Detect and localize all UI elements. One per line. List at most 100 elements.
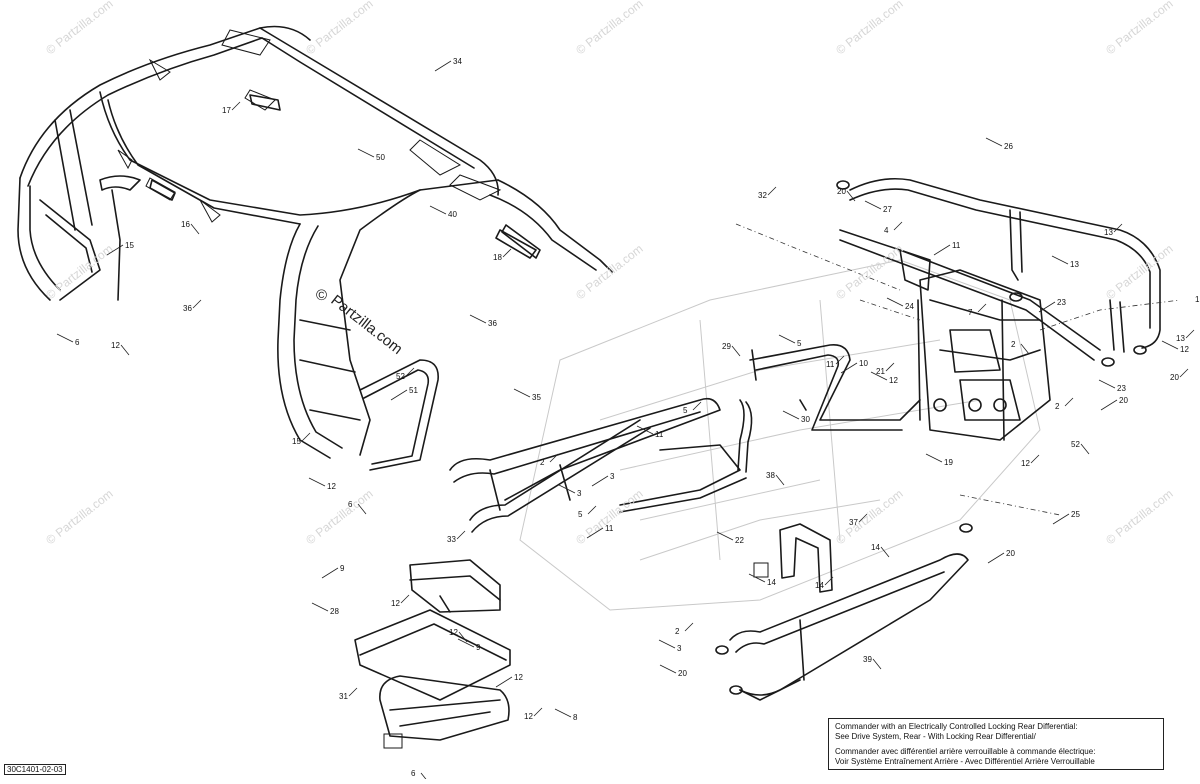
callout-leader [456, 530, 466, 540]
callout-12: 12 [1021, 454, 1040, 468]
callout-50: 50 [357, 148, 385, 162]
callout-number: 26 [1004, 142, 1013, 151]
callout-12: 12 [1161, 340, 1189, 354]
callout-leader [886, 297, 904, 307]
callout-number: 20 [837, 187, 846, 196]
callout-number: 6 [75, 338, 80, 347]
callout-12: 12 [111, 341, 130, 356]
callout-number: 33 [447, 535, 456, 544]
callout-number: 40 [448, 210, 457, 219]
callout-number: 2 [675, 627, 680, 636]
callout-number: 2 [540, 458, 545, 467]
callout-number: 36 [488, 319, 497, 328]
callout-15: 15 [292, 432, 311, 446]
callout-leader [321, 567, 339, 579]
side-bar-36 [359, 359, 439, 471]
callout-number: 15 [125, 241, 134, 250]
callout-33: 33 [447, 530, 466, 544]
callout-leader [591, 475, 609, 487]
brace-35 [449, 397, 721, 533]
callout-number: 28 [330, 607, 339, 616]
callout-11: 11 [586, 524, 614, 539]
callout-52: 52 [396, 367, 415, 381]
callout-number: 8 [573, 713, 578, 722]
callout-number: 13 [1104, 228, 1113, 237]
callout-number: 20 [1170, 373, 1179, 382]
callout-leader [731, 345, 741, 357]
callout-leader [192, 299, 202, 309]
callout-39: 39 [863, 655, 882, 670]
callout-51: 51 [390, 386, 418, 401]
callout-leader [348, 687, 358, 697]
callout-number: 10 [859, 359, 868, 368]
assembly-guide-lines [735, 223, 1181, 516]
callout-number: 6 [348, 500, 353, 509]
callout-12: 12 [308, 477, 336, 491]
callout-leader [1113, 223, 1123, 233]
callout-number: 18 [493, 253, 502, 262]
callout-number: 6 [411, 769, 416, 778]
callout-number: 12 [889, 376, 898, 385]
callout-leader [778, 334, 796, 344]
callout-leader [357, 503, 367, 515]
watermark-text: © Partzilla.com [1103, 487, 1175, 548]
callout-32: 32 [758, 186, 777, 200]
callout-number: 12 [524, 712, 533, 721]
skid-plates-33-28-31 [354, 559, 511, 749]
callout-20: 20 [987, 549, 1015, 564]
callout-14: 14 [871, 543, 890, 558]
callout-leader [987, 552, 1005, 564]
callout-leader [405, 367, 415, 377]
callout-29: 29 [722, 342, 741, 357]
callout-2: 2 [540, 453, 559, 467]
callout-leader [840, 362, 858, 374]
callout-leader [301, 432, 311, 442]
callout-number: 11 [655, 430, 664, 439]
callout-number: 32 [758, 191, 767, 200]
callout-leader [120, 344, 130, 356]
callout-number: 7 [968, 308, 973, 317]
callout-leader [684, 622, 694, 632]
callout-number: 2 [1055, 402, 1060, 411]
callout-leader [1051, 255, 1069, 265]
callout-23: 23 [1038, 298, 1066, 313]
callout-3: 3 [558, 484, 582, 498]
watermark-text: © Partzilla.com [833, 487, 905, 548]
watermark-text: © Partzilla.com [43, 242, 115, 303]
callout-number: 30 [801, 415, 810, 424]
callout-8: 8 [554, 708, 578, 722]
watermark-text: © Partzilla.com [43, 0, 115, 57]
callout-number: 34 [453, 57, 462, 66]
watermark-text: © Partzilla.com [833, 0, 905, 57]
callout-number: 16 [181, 220, 190, 229]
callout-number: 3 [610, 472, 615, 481]
callout-12: 12 [870, 371, 898, 385]
callout-number: 11 [605, 524, 614, 533]
callout-leader [977, 303, 987, 313]
callout-number: 24 [905, 302, 914, 311]
callout-26: 26 [985, 137, 1013, 151]
callout-number: 31 [339, 692, 348, 701]
callout-number: 14 [871, 543, 880, 552]
callout-leader [390, 389, 408, 401]
watermark-text: © Partzilla.com [1103, 0, 1175, 57]
callout-6: 6 [56, 333, 80, 347]
callout-leader [870, 371, 888, 381]
callout-number: 23 [1117, 384, 1126, 393]
callout-11: 11 [826, 355, 845, 369]
callout-leader [308, 477, 326, 487]
callout-leader [985, 137, 1003, 147]
callout-38: 38 [766, 471, 785, 486]
callout-leader [457, 638, 475, 648]
callout-number: 38 [766, 471, 775, 480]
callout-leader [1080, 443, 1090, 455]
callout-number: 4 [884, 226, 889, 235]
callout-leader [835, 355, 845, 365]
callout-leader [858, 513, 868, 523]
callout-35: 35 [513, 388, 541, 402]
callout-leader [1038, 301, 1056, 313]
callout-23: 23 [1098, 379, 1126, 393]
callout-leader [231, 101, 241, 111]
callout-9: 9 [321, 564, 345, 579]
